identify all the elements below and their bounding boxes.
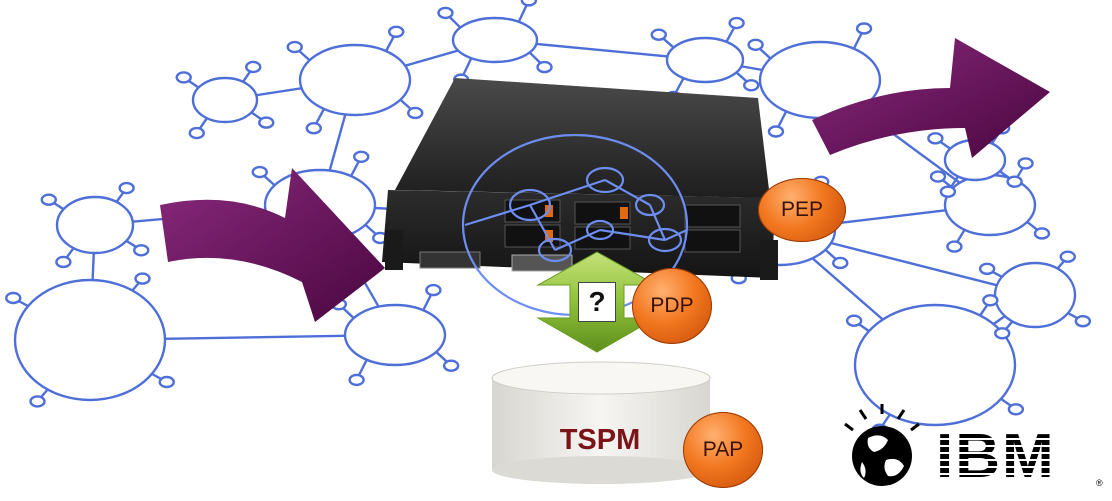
network-leaf	[832, 256, 849, 270]
server-handle-right	[760, 240, 778, 280]
network-leaf	[442, 359, 460, 372]
network-leaf	[388, 25, 405, 39]
overlay-node	[537, 237, 573, 263]
network-leaf	[305, 121, 322, 135]
network-node	[13, 278, 167, 402]
network-leaf	[929, 170, 947, 183]
question-mark: ?	[588, 286, 606, 317]
globe-icon	[844, 404, 920, 486]
network-leaf	[55, 255, 72, 269]
question-box: ?	[578, 282, 616, 322]
network-leaf	[134, 272, 151, 285]
network-leaf	[939, 185, 957, 198]
overlay-link	[554, 228, 601, 252]
network-leaf	[251, 165, 268, 179]
network-leaf	[40, 193, 57, 206]
overlay-network	[461, 133, 689, 317]
network-leaf	[767, 125, 785, 138]
network-node	[298, 43, 412, 117]
network-leaf	[1017, 157, 1034, 170]
network-leaf	[286, 40, 303, 54]
network-leaf	[994, 327, 1011, 340]
server-port-panel	[419, 251, 481, 269]
network-node	[451, 16, 539, 64]
overlay-link	[599, 228, 666, 242]
network-leaf	[978, 262, 996, 276]
network-leaf	[1033, 227, 1051, 240]
network-leaf	[158, 375, 175, 389]
server-top	[395, 78, 770, 198]
network-node	[55, 195, 135, 255]
network-leaf	[353, 150, 370, 164]
overlay-node	[647, 227, 683, 253]
pap-label: PAP	[702, 438, 744, 461]
network-leaf	[1074, 314, 1092, 328]
network-leaf	[1059, 250, 1076, 263]
network-leaf	[245, 60, 262, 74]
server-bay	[684, 204, 741, 228]
network-leaf	[29, 395, 46, 408]
pdp-badge: PDP	[632, 268, 712, 344]
network-leaf	[425, 283, 442, 297]
server-bay	[574, 201, 631, 225]
network-leaf	[348, 373, 365, 387]
network-leaf	[927, 132, 944, 145]
incoming-flow-arrow	[160, 168, 385, 322]
network-leaf	[536, 60, 553, 74]
network-node	[665, 36, 745, 84]
network-leaf	[855, 22, 873, 35]
outgoing-flow-arrow	[812, 38, 1050, 158]
ibm-registered-mark: ®	[1096, 478, 1103, 488]
network-node	[191, 76, 259, 124]
network-leaf	[982, 294, 999, 307]
server-bay	[684, 229, 741, 253]
overlay-node	[508, 188, 552, 222]
network-node	[853, 303, 1017, 427]
network-leaf	[650, 28, 667, 41]
pap-badge: PAP	[683, 412, 763, 488]
pep-badge: PEP	[758, 178, 846, 242]
server-handle-left	[385, 230, 403, 270]
overlay-link	[664, 228, 688, 242]
network-leaf	[407, 106, 424, 120]
overlay-link	[648, 204, 667, 241]
overlay-link	[529, 178, 606, 207]
network-leaf	[1007, 403, 1025, 416]
tspm-label: TSPM	[559, 424, 641, 456]
ibm-logo: IBM	[936, 422, 1056, 491]
network-leaf	[743, 79, 760, 92]
server-appliance	[382, 78, 778, 280]
overlay-link	[604, 179, 651, 206]
overlay-node	[585, 166, 625, 194]
network-leaf	[133, 244, 150, 257]
network-leaf	[520, 0, 538, 7]
network-leaf	[258, 116, 275, 129]
overlay-node	[585, 219, 615, 241]
server-led	[545, 230, 553, 242]
network-leaf	[946, 240, 963, 253]
network-leaf	[747, 38, 764, 51]
overlay-link	[464, 203, 531, 227]
network-node	[343, 303, 447, 367]
overlay-node	[634, 193, 666, 217]
network-leaf	[437, 6, 454, 20]
network-node	[993, 261, 1077, 329]
network-leaf	[175, 71, 192, 84]
network-leaf	[5, 291, 22, 305]
pdp-label: PDP	[650, 294, 694, 317]
database-cylinder	[491, 361, 711, 484]
network-leaf	[728, 16, 745, 30]
server-led	[620, 207, 628, 219]
network-leaf	[188, 126, 205, 140]
pep-label: PEP	[780, 198, 824, 221]
overlay-link	[529, 204, 556, 251]
network-leaf	[118, 181, 135, 195]
network-leaf	[845, 314, 863, 327]
network-leaf	[1006, 175, 1023, 188]
